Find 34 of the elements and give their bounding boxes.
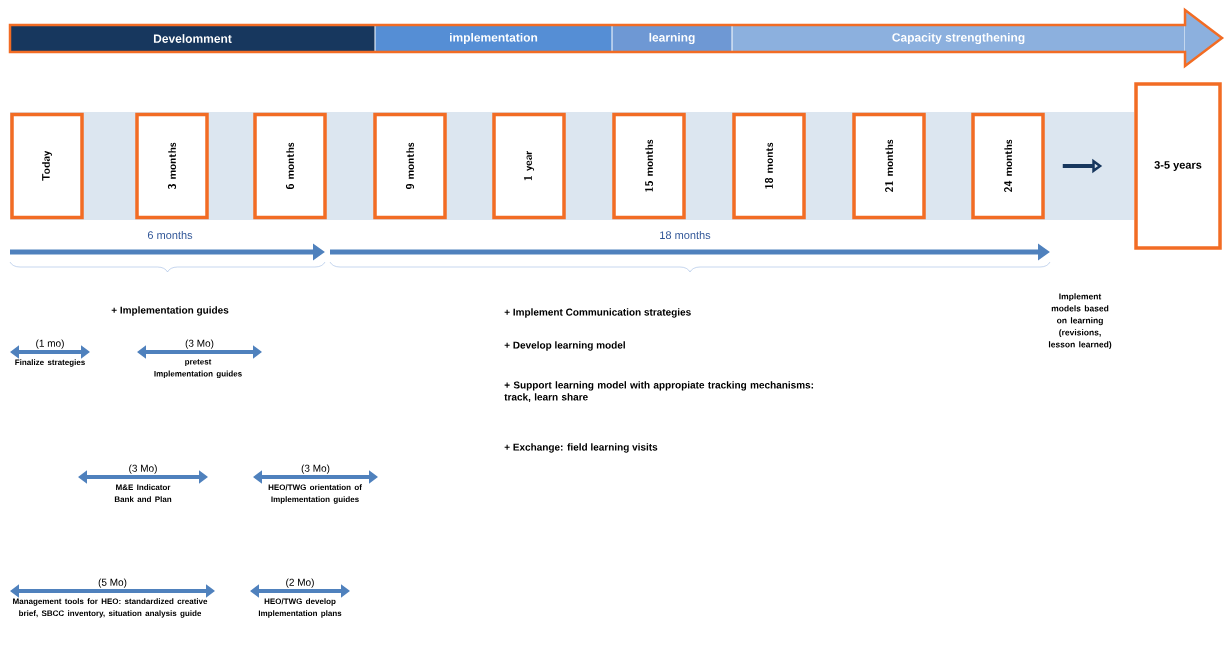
note-text: pretest Implementation guides — [154, 359, 242, 379]
phase-band: Develomment — [10, 26, 375, 51]
note-text: + Support learning model with appropiate tracking mechanisms: track, learn share — [504, 381, 813, 402]
duration-label: (2 Mo) — [286, 578, 314, 588]
milestone-box: 15 months — [612, 112, 686, 220]
duration-label: (3 Mo) — [185, 339, 214, 349]
milestone-box: 3-5 years — [1134, 82, 1222, 250]
duration-label: (3 Mo) — [301, 464, 330, 474]
milestone-box: 6 months — [253, 112, 327, 220]
duration-label: (1 mo) — [36, 339, 64, 349]
milestone-box: Today — [10, 112, 84, 220]
note-text: + Develop learning model — [504, 341, 625, 351]
note-text: HEO/TWG develop Implementation plans — [258, 598, 342, 618]
note-text: HEO/TWG orientation of Implementation guides — [268, 484, 362, 504]
milestone-box: 9 months — [373, 112, 447, 220]
milestone-box: 18 monts — [732, 112, 806, 220]
node-label: Capacity strengthening — [892, 32, 1025, 45]
note-text: + Implement Communication strategies — [504, 308, 691, 318]
duration-label: 18 months — [660, 230, 711, 240]
milestone-box: 24 months — [971, 112, 1045, 220]
note-text: Management tools for HEO: standardized creative brief, SBCC inventory, situation analysis guide — [13, 598, 208, 618]
note-text: + Implementation guides — [111, 306, 229, 316]
milestone-box: 3 months — [135, 112, 209, 220]
phase-band: learning — [612, 26, 732, 51]
milestone-box: 1 year — [492, 112, 566, 220]
duration-label: (5 Mo) — [98, 578, 127, 588]
duration-label: (3 Mo) — [129, 464, 157, 474]
note-text: Finalize strategies — [15, 359, 85, 367]
duration-label: 6 months — [147, 230, 193, 240]
note-text: M&E Indicator Bank and Plan — [114, 484, 172, 503]
note-text: + Exchange: field learning visits — [504, 443, 658, 453]
milestone-box: 21 months — [852, 112, 926, 220]
note-text: Implement models based on learning (revisions, lesson learned) — [1048, 293, 1112, 350]
phase-band: implementation — [375, 26, 612, 51]
